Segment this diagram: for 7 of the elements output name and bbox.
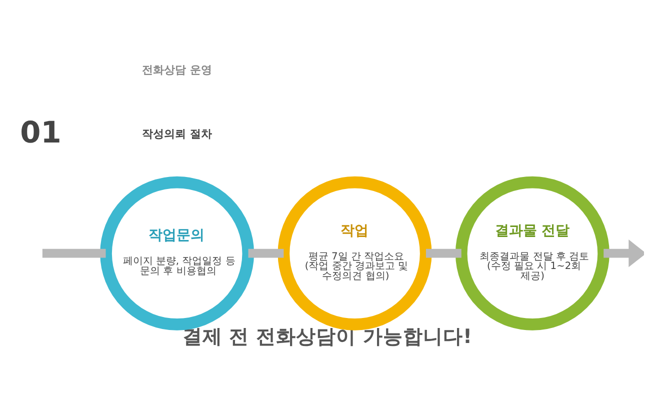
label: 작성의뢰 절차: [142, 128, 212, 141]
connector: [426, 248, 462, 258]
label: 01: [20, 115, 62, 150]
connector: [42, 248, 106, 258]
connector: [248, 248, 284, 258]
label: 전화상담 운영: [142, 63, 212, 76]
arrow: [604, 240, 644, 268]
